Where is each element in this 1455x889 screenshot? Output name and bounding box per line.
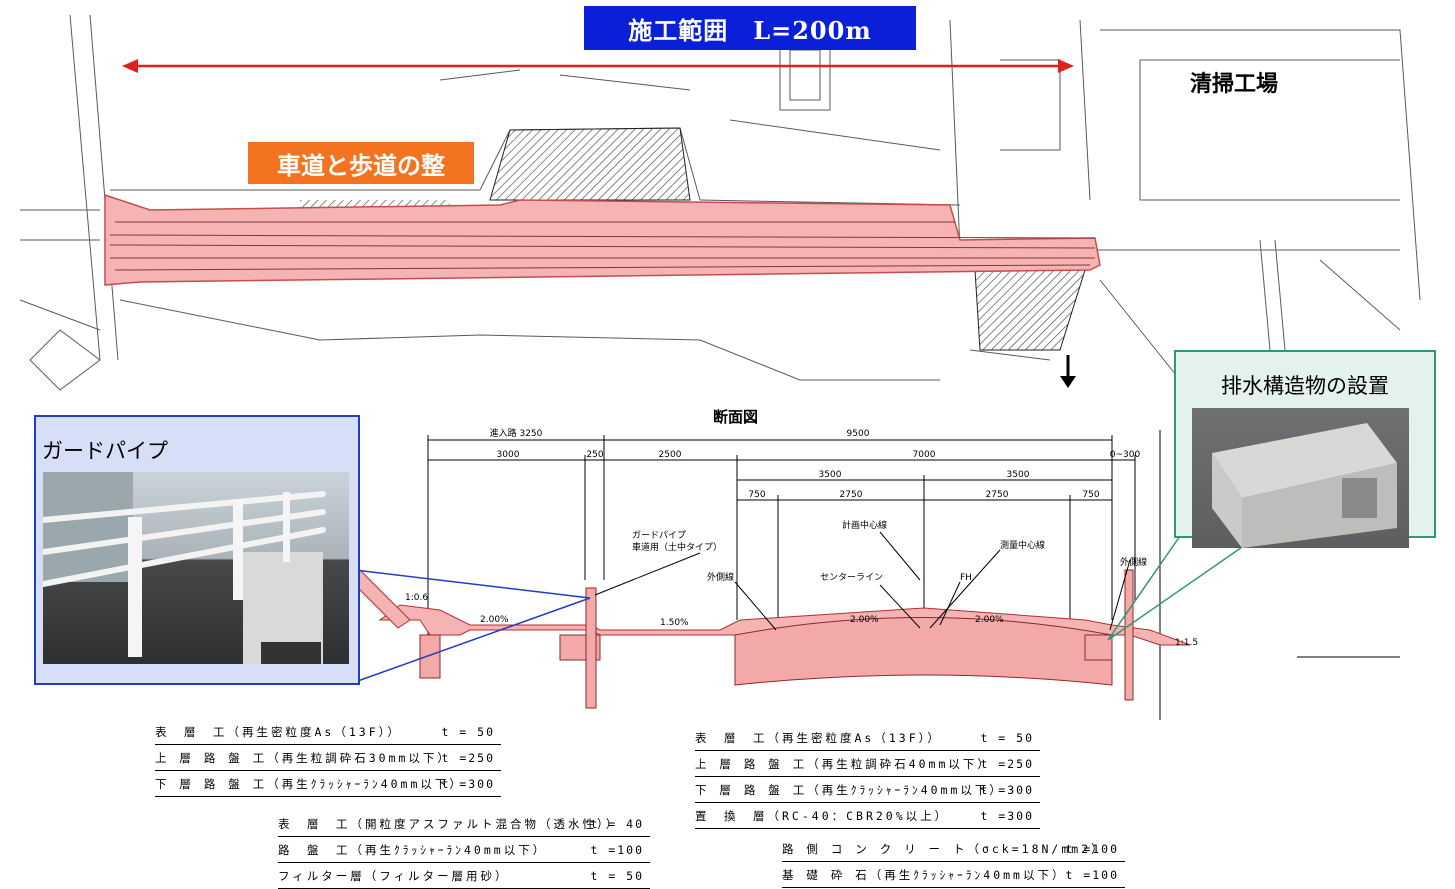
dim-3000: 3000: [497, 450, 520, 460]
label-slope-left: 1:0.6: [405, 593, 428, 603]
table-row: フィルター層（フィルター層用砂）t = 50: [278, 864, 650, 889]
label-pct-4: 2.00%: [975, 615, 1004, 625]
dim-0-300: 0~300: [1110, 450, 1141, 460]
label-outer-b: 外側線: [1120, 556, 1147, 568]
label-guardpipe: ガードパイプ: [632, 530, 686, 541]
section-title: 断面図: [713, 408, 759, 426]
label-survey-center: 測量中心線: [1000, 539, 1045, 551]
cross-section: 進入路 3250 3000 250 2500 9500 7000 0~300 3…: [349, 427, 1400, 720]
plan-view: [19, 14, 1421, 391]
table-left: 表 層 工（再生密粒度As（13F））t = 50 上 層 路 盤 工（再生粒調…: [155, 720, 501, 797]
label-outer-a: 外側線: [707, 571, 734, 583]
table-row: 置 換 層（RC-40：CBR20%以上）t =300: [695, 804, 1040, 829]
table-row: 下 層 路 盤 工（再生ｸﾗｯｼｬｰﾗﾝ40mm以下）t =300: [695, 778, 1040, 803]
dim-entrance: 進入路 3250: [490, 427, 543, 439]
dim-3500-b: 3500: [1007, 470, 1030, 480]
dim-3500-a: 3500: [819, 470, 842, 480]
guard-pipe-photo: [43, 472, 349, 664]
dim-2500: 2500: [659, 450, 682, 460]
drainage-photo: [1192, 408, 1409, 548]
table-curb: 路 側 コ ン ク リ ー ト（σck=18N/mm2）t =100 基 礎 砕…: [782, 837, 1125, 888]
road-improvement-banner: 車道と歩道の整: [248, 142, 474, 184]
label-pct-2: 1.50%: [660, 618, 689, 628]
label-center-line: センターライン: [820, 572, 883, 583]
label-plan-center: 計画中心線: [842, 519, 887, 531]
drainage-panel: 排水構造物の設置: [1174, 350, 1436, 548]
table-row: 下 層 路 盤 工（再生ｸﾗｯｼｬｰﾗﾝ40mm以下）t =300: [155, 772, 501, 797]
label-pct-3: 2.00%: [850, 615, 879, 625]
table-row: 路 側 コ ン ク リ ー ト（σck=18N/mm2）t =100: [782, 837, 1125, 862]
guard-pipe-title: ガードパイプ: [42, 439, 168, 463]
table-sidewalk: 表 層 工（開粒度アスファルト混合物（透水性））t = 40 路 盤 工（再生ｸ…: [278, 812, 650, 889]
dim-2750-a: 2750: [840, 490, 863, 500]
table-row: 基 礎 砕 石（再生ｸﾗｯｼｬｰﾗﾝ40mm以下）t =100: [782, 863, 1125, 888]
label-fh: FH: [960, 573, 972, 583]
dim-2750-b: 2750: [986, 490, 1009, 500]
dim-250: 250: [586, 450, 603, 460]
label-guardpipe-sub: 車道用（土中タイプ）: [632, 541, 722, 553]
construction-range-banner: 施工範囲 L=200m: [584, 6, 916, 50]
table-right: 表 層 工（再生密粒度As（13F））t = 50 上 層 路 盤 工（再生粒調…: [695, 726, 1040, 829]
table-row: 上 層 路 盤 工（再生粒調砕石30mm以下）t =250: [155, 746, 501, 771]
table-row: 上 層 路 盤 工（再生粒調砕石40mm以下）t =250: [695, 752, 1040, 777]
drainage-title: 排水構造物の設置: [1221, 374, 1389, 398]
dim-9500: 9500: [847, 429, 870, 439]
dim-750-b: 750: [1082, 490, 1099, 500]
factory-label: 清掃工場: [1190, 72, 1279, 97]
label-slope-right: 1:1.5: [1175, 638, 1198, 648]
dim-7000: 7000: [913, 450, 936, 460]
label-pct-1: 2.00%: [480, 615, 509, 625]
table-row: 表 層 工（再生密粒度As（13F））t = 50: [155, 720, 501, 745]
table-row: 路 盤 工（再生ｸﾗｯｼｬｰﾗﾝ40mm以下）t =100: [278, 838, 650, 863]
table-row: 表 層 工（開粒度アスファルト混合物（透水性））t = 40: [278, 812, 650, 837]
table-row: 表 層 工（再生密粒度As（13F））t = 50: [695, 726, 1040, 751]
dim-750-a: 750: [748, 490, 765, 500]
guard-pipe-panel: ガードパイプ: [34, 415, 360, 685]
